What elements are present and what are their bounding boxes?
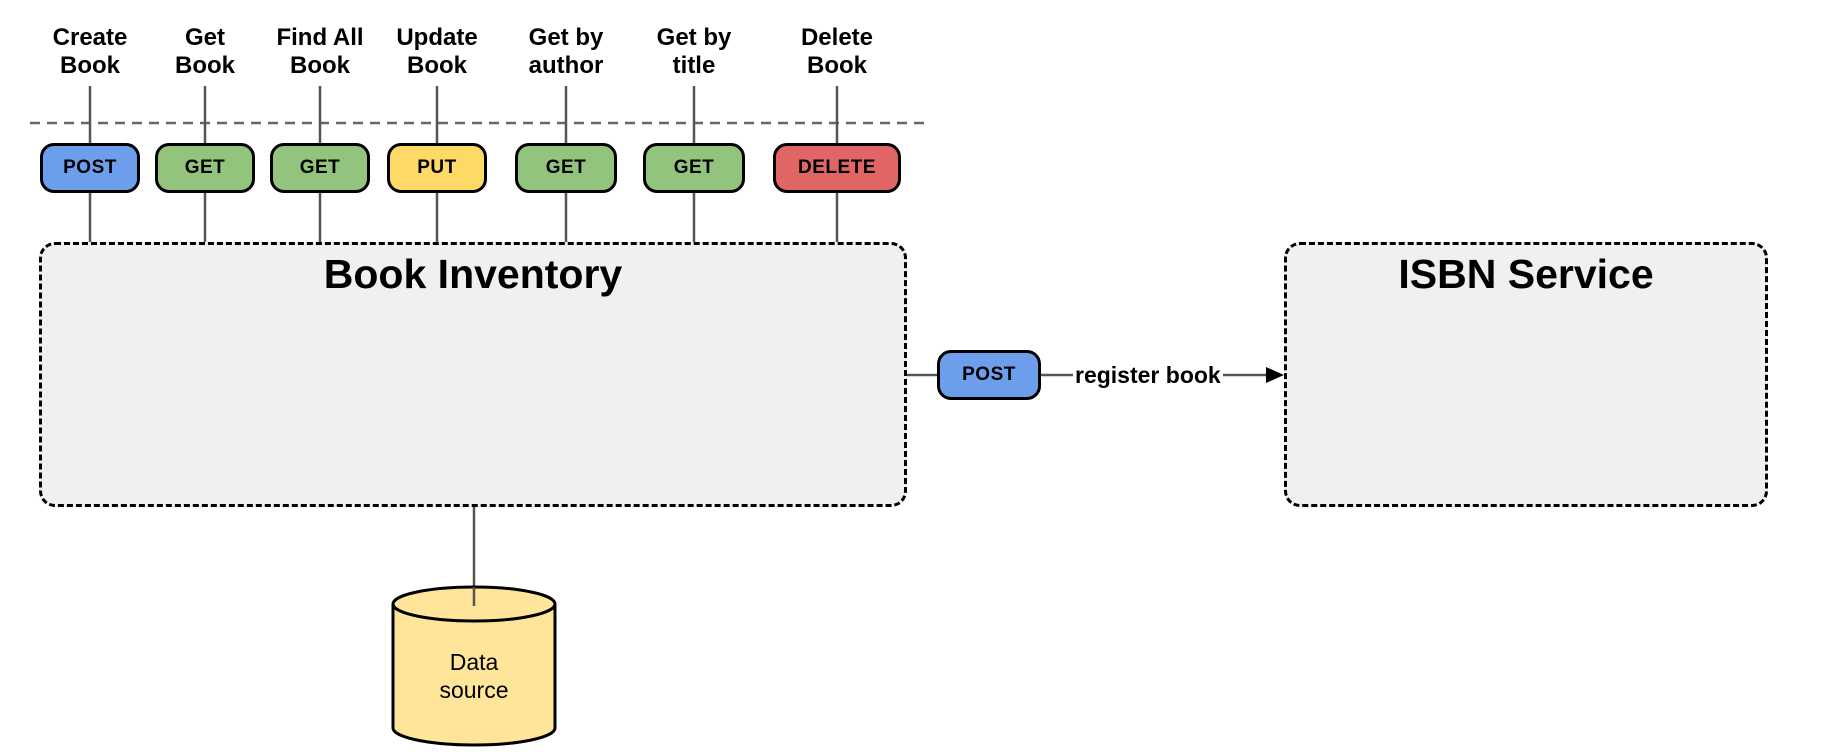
operation-label: Update Book [396,24,478,79]
book-inventory-title: Book Inventory [323,251,623,297]
method-pill-post: POST [40,143,140,193]
operation-label: Create Book [52,24,128,79]
register-book-label: register book [1073,361,1223,389]
arrow-head-icon [1266,367,1284,383]
operation-label: Get by author [528,24,604,79]
isbn-service-title: ISBN Service [1398,251,1654,297]
operation-label: Find All Book [276,24,364,79]
isbn-service-box: ISBN Service [1284,242,1768,507]
register-book-post-pill: POST [937,350,1041,400]
method-pill-get: GET [155,143,255,193]
operation-label: Get by title [656,24,732,79]
operation-label: Get Book [175,24,235,79]
method-pill-delete: DELETE [773,143,901,193]
operation-label: Delete Book [800,24,874,79]
method-pill-get: GET [270,143,370,193]
method-pill-get: GET [515,143,617,193]
operation-connectors [88,86,839,244]
datasource-cylinder [391,585,557,747]
method-pill-get: GET [643,143,745,193]
method-pill-put: PUT [387,143,487,193]
book-inventory-box: Book Inventory [39,242,907,507]
datasource-label: Data source [439,649,509,703]
